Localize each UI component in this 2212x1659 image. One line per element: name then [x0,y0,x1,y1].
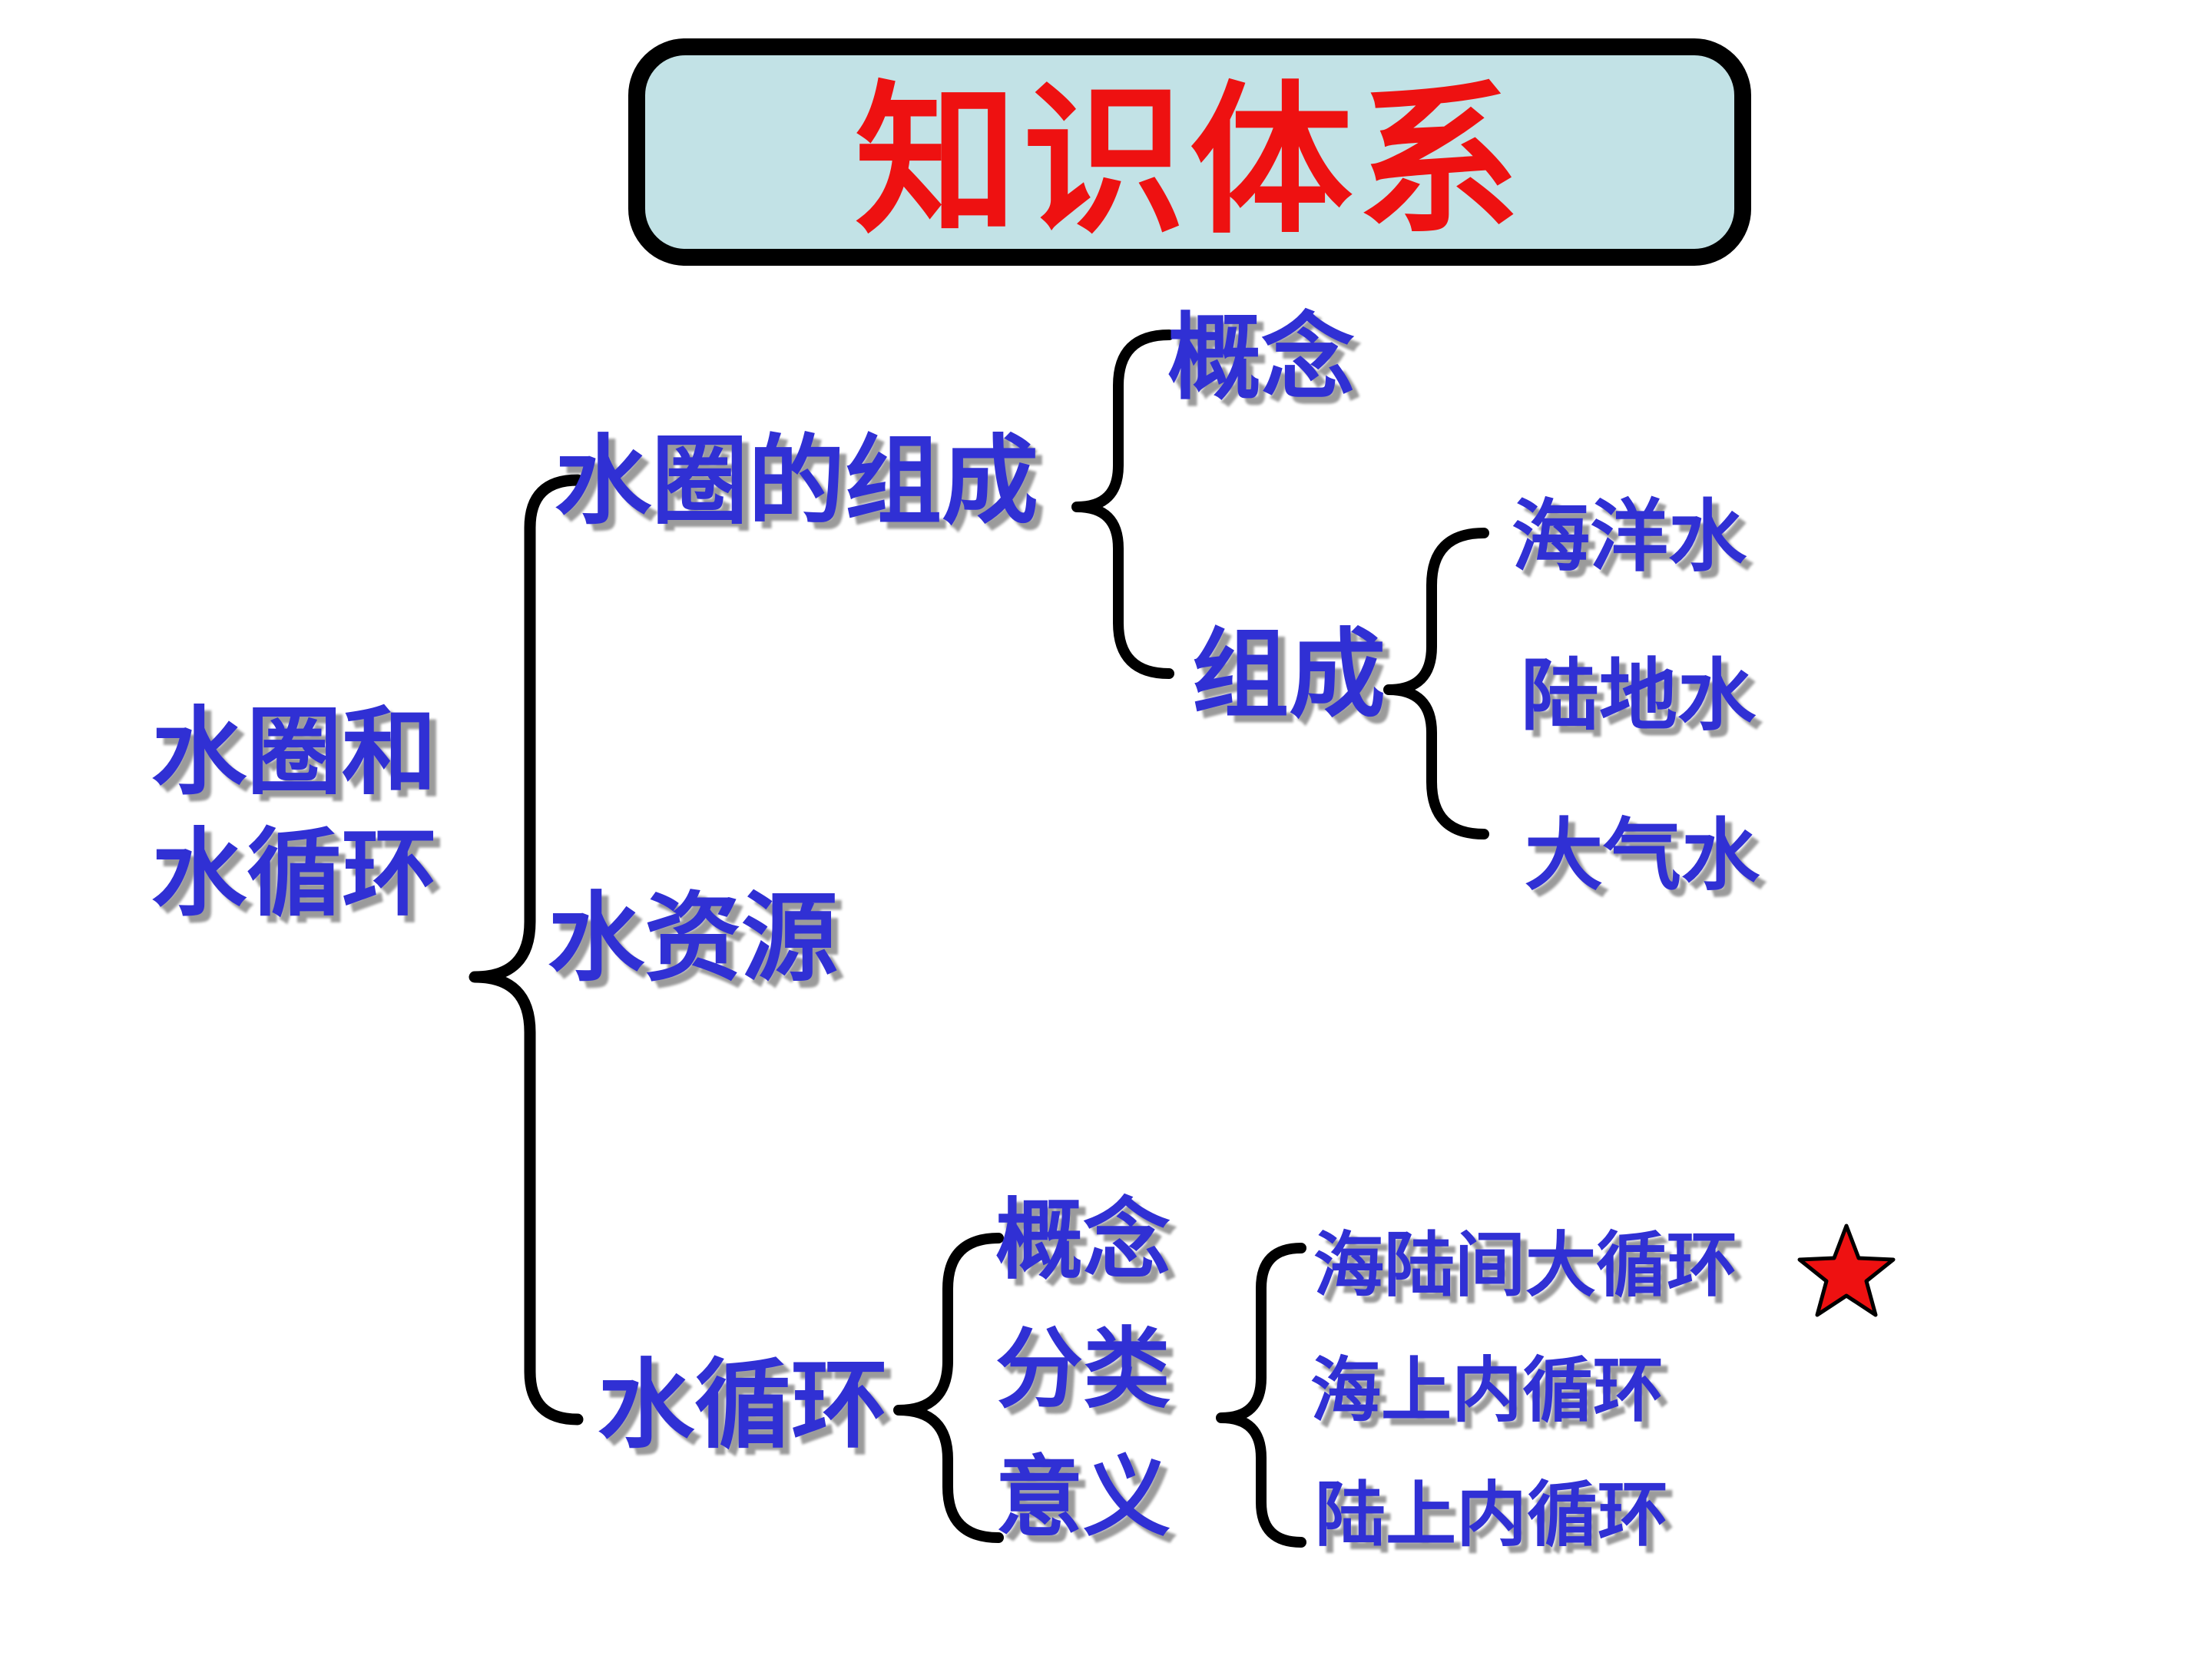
node-water-cycle: 水循环 [598,1351,888,1459]
node-cycle-classification: 分类 [995,1321,1171,1419]
brace-root [469,474,584,1426]
root-node-line2: 水循环 [151,821,438,927]
node-makeup: 组成 [1192,621,1386,729]
brace-composition [1071,329,1174,679]
leaf-sea-land-cycle: 海陆间大循环 [1313,1227,1738,1305]
page-title: 知识体系 [855,69,1525,252]
leaf-sea-internal-cycle: 海上内循环 [1310,1352,1664,1430]
node-composition-concept: 概念 [1167,306,1355,410]
title-box: 知识体系 [628,38,1751,266]
leaf-land-internal-cycle: 陆上内循环 [1315,1476,1669,1555]
leaf-ocean-water: 海洋水 [1512,493,1747,581]
star-icon [1797,1224,1896,1317]
leaf-atmospheric-water: 大气水 [1525,812,1760,899]
brace-classification [1216,1243,1306,1548]
node-hydrosphere-composition: 水圈的组成 [555,427,1038,535]
leaf-land-water: 陆地水 [1521,652,1756,740]
brace-makeup [1383,528,1489,839]
node-water-resources: 水资源 [548,884,838,992]
brace-water-cycle [893,1233,1004,1543]
node-cycle-significance: 意义 [995,1449,1171,1547]
node-cycle-concept: 概念 [995,1192,1171,1290]
root-node-line1: 水圈和 [151,700,438,806]
